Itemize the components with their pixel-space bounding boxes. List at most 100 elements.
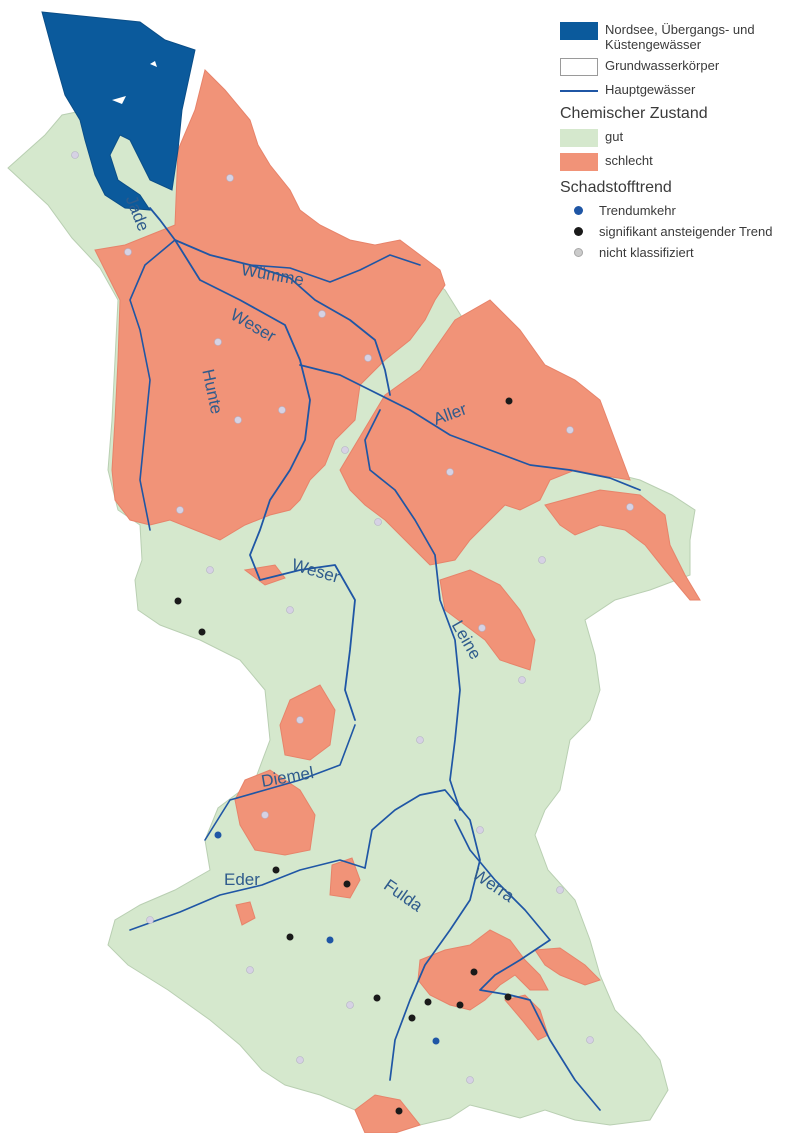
legend-item-trend-reversal: Trendumkehr [560, 203, 800, 218]
river-aller [299, 364, 641, 491]
marker-not-classified [246, 966, 254, 974]
river-diemel [204, 724, 356, 841]
marker-rising-trend [470, 968, 478, 976]
bad-status-north [94, 69, 446, 541]
legend-heading-chemical-status: Chemischer Zustand [560, 105, 708, 122]
marker-not-classified [626, 503, 634, 511]
bad-status-eder [329, 857, 361, 899]
swatch-bad [560, 153, 598, 171]
marker-not-classified [341, 446, 349, 454]
island-shape-1 [112, 96, 126, 104]
marker-not-classified [538, 556, 546, 564]
bad-status-south [354, 1094, 421, 1133]
swatch-good [560, 129, 598, 147]
legend-item-bad: schlecht [560, 153, 800, 171]
legend-item-groundwater: Grundwasserkörper [560, 58, 800, 76]
label-eder: Eder [224, 870, 260, 889]
bad-status-fulda-werra [417, 929, 549, 1011]
marker-not-classified [346, 1001, 354, 1009]
river-weser-main [174, 239, 356, 721]
marker-not-classified [226, 174, 234, 182]
marker-not-classified [476, 826, 484, 834]
bad-status-diemel [234, 769, 316, 856]
legend-item-north-sea: Nordsee, Übergangs- und Küstengewässer [560, 22, 800, 52]
marker-not-classified [518, 676, 526, 684]
bad-status-east-strip [544, 489, 701, 601]
river-hunte [129, 239, 176, 531]
bad-status-leine [439, 569, 536, 671]
river-leine [364, 409, 461, 811]
marker-not-classified [446, 468, 454, 476]
marker-rising-trend [272, 866, 280, 874]
swatch-not-classified [574, 248, 583, 257]
marker-not-classified [176, 506, 184, 514]
marker-not-classified [214, 338, 222, 346]
river-jade [149, 207, 391, 396]
legend-item-rising-trend: signifikant ansteigender Trend [560, 224, 800, 239]
island-shape-2 [150, 61, 157, 67]
legend-label-not-classified: nicht klassifiziert [599, 245, 694, 260]
marker-not-classified [478, 624, 486, 632]
legend-label-north-sea: Nordsee, Übergangs- und Küstengewässer [605, 22, 755, 52]
marker-not-classified [296, 716, 304, 724]
marker-rising-trend [456, 1001, 464, 1009]
marker-not-classified [566, 426, 574, 434]
marker-rising-trend [174, 597, 182, 605]
swatch-groundwater [560, 58, 598, 76]
marker-rising-trend [505, 397, 513, 405]
bad-status-aller [339, 299, 631, 566]
legend-label-bad: schlecht [605, 153, 653, 168]
river-eder [129, 859, 366, 931]
swatch-north-sea [560, 22, 598, 40]
marker-rising-trend [343, 880, 351, 888]
marker-not-classified [146, 916, 154, 924]
bad-status-werra-east [534, 947, 601, 986]
marker-not-classified [286, 606, 294, 614]
legend-item-good: gut [560, 129, 800, 147]
marker-not-classified [466, 1076, 474, 1084]
river-fulda [364, 789, 481, 1081]
swatch-main-river [560, 90, 598, 92]
marker-not-classified [586, 1036, 594, 1044]
marker-not-classified [556, 886, 564, 894]
marker-rising-trend [286, 933, 294, 941]
marker-rising-trend [395, 1107, 403, 1115]
marker-trend-reversal [326, 936, 334, 944]
marker-not-classified [374, 518, 382, 526]
legend-label-good: gut [605, 129, 624, 144]
marker-trend-reversal [214, 831, 222, 839]
legend-item-not-classified: nicht klassifiziert [560, 245, 800, 260]
marker-not-classified [261, 811, 269, 819]
trend-markers [71, 151, 634, 1115]
bad-status-weser-west [243, 564, 286, 586]
legend-label-rising-trend: signifikant ansteigender Trend [599, 224, 773, 239]
north-sea-area [41, 11, 196, 211]
marker-rising-trend [424, 998, 432, 1006]
legend-label-trend-reversal: Trendumkehr [599, 203, 676, 218]
bad-status-central [279, 684, 336, 761]
marker-rising-trend [198, 628, 206, 636]
river-werra [454, 819, 601, 1111]
marker-rising-trend [504, 993, 512, 1001]
marker-not-classified [206, 566, 214, 574]
bad-status-west-small [235, 901, 256, 926]
marker-not-classified [364, 354, 372, 362]
marker-not-classified [318, 310, 326, 318]
map-legend: Nordsee, Übergangs- und Küstengewässer G… [560, 22, 800, 266]
swatch-trend-reversal [574, 206, 583, 215]
legend-label-groundwater: Grundwasserkörper [605, 58, 720, 73]
marker-not-classified [71, 151, 79, 159]
marker-trend-reversal [432, 1037, 440, 1045]
marker-not-classified [234, 416, 242, 424]
marker-not-classified [416, 736, 424, 744]
river-wumme [249, 254, 421, 283]
marker-not-classified [124, 248, 132, 256]
marker-not-classified [296, 1056, 304, 1064]
legend-heading-pollutant-trend: Schadstofftrend [560, 179, 672, 196]
legend-item-main-river: Hauptgewässer [560, 82, 800, 97]
marker-rising-trend [373, 994, 381, 1002]
marker-not-classified [278, 406, 286, 414]
marker-rising-trend [408, 1014, 416, 1022]
legend-label-main-river: Hauptgewässer [605, 82, 696, 97]
